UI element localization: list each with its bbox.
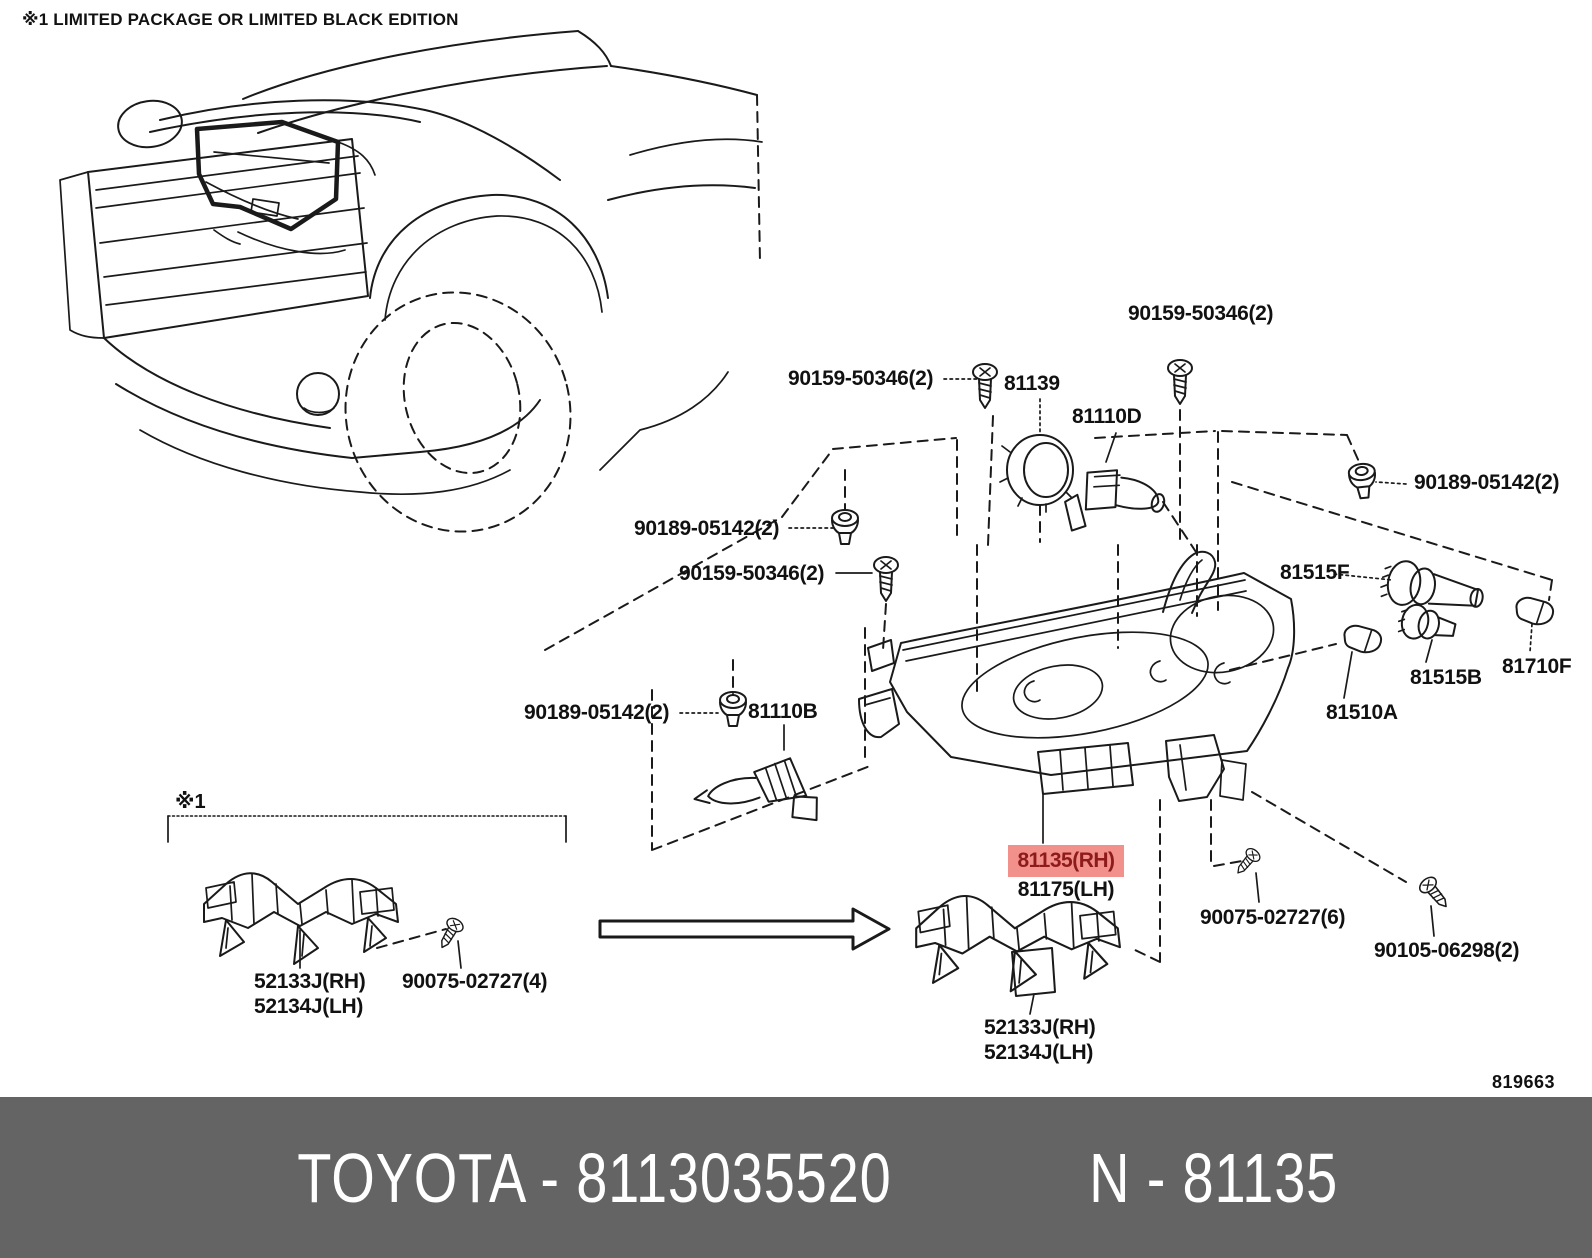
part-label-81110D: 81110D [1072, 405, 1142, 428]
part-label-90159-50346-a: 90159-50346(2) [788, 367, 934, 390]
part-label-81510A: 81510A [1326, 701, 1398, 724]
part-label-90189-05142-b: 90189-05142(2) [524, 701, 670, 724]
part-label-52134J-LH-b: 52134J(LH) [984, 1041, 1094, 1064]
part-label-81139: 81139 [1004, 372, 1060, 395]
dashed-construction-lines [376, 409, 1553, 963]
ref1-mark: ※1 [175, 791, 206, 813]
bumper-bracket-drawings [203, 872, 1121, 1015]
part-label-90075-02727-4: 90075-02727(4) [402, 970, 548, 993]
part-label-81515B: 81515B [1410, 666, 1482, 689]
part-label-90159-50346-c: 90159-50346(2) [679, 562, 825, 585]
part-label-81710F: 81710F [1502, 655, 1572, 678]
part-label-52133J-RH-a: 52133J(RH) [254, 970, 366, 993]
ref1-bracket-line [167, 815, 567, 843]
vehicle-sketch [59, 30, 763, 533]
leader-lines [299, 378, 1533, 969]
fastener-and-bulb-parts [433, 359, 1556, 953]
limited-edition-note: ※1 LIMITED PACKAGE OR LIMITED BLACK EDIT… [22, 10, 459, 29]
part-label-90159-50346-b: 90159-50346(2) [1128, 302, 1274, 325]
headlamp-assembly-drawing [858, 550, 1296, 844]
banner-reference-number: N - 81135 [1088, 1138, 1338, 1217]
part-label-90189-05142-c: 90189-05142(2) [1414, 471, 1560, 494]
diagram-number: 819663 [1492, 1072, 1556, 1092]
part-label-90105-06298-2: 90105-06298(2) [1374, 939, 1520, 962]
banner-part-number: TOYOTA - 8113035520 [297, 1138, 892, 1217]
part-label-90189-05142-a: 90189-05142(2) [634, 517, 780, 540]
part-label-52134J-LH-a: 52134J(LH) [254, 995, 364, 1018]
part-label-81515F: 81515F [1280, 561, 1350, 584]
part-label-81110B: 81110B [748, 700, 818, 723]
footer-banner: TOYOTA - 8113035520 N - 81135 [0, 1097, 1592, 1258]
part-label-90075-02727-6: 90075-02727(6) [1200, 906, 1346, 929]
part-label-81135-RH: 81135(RH) [1008, 845, 1124, 877]
part-label-52133J-RH-b: 52133J(RH) [984, 1016, 1096, 1039]
part-label-81175-LH: 81175(LH) [1017, 878, 1115, 901]
direction-arrow [598, 907, 891, 951]
